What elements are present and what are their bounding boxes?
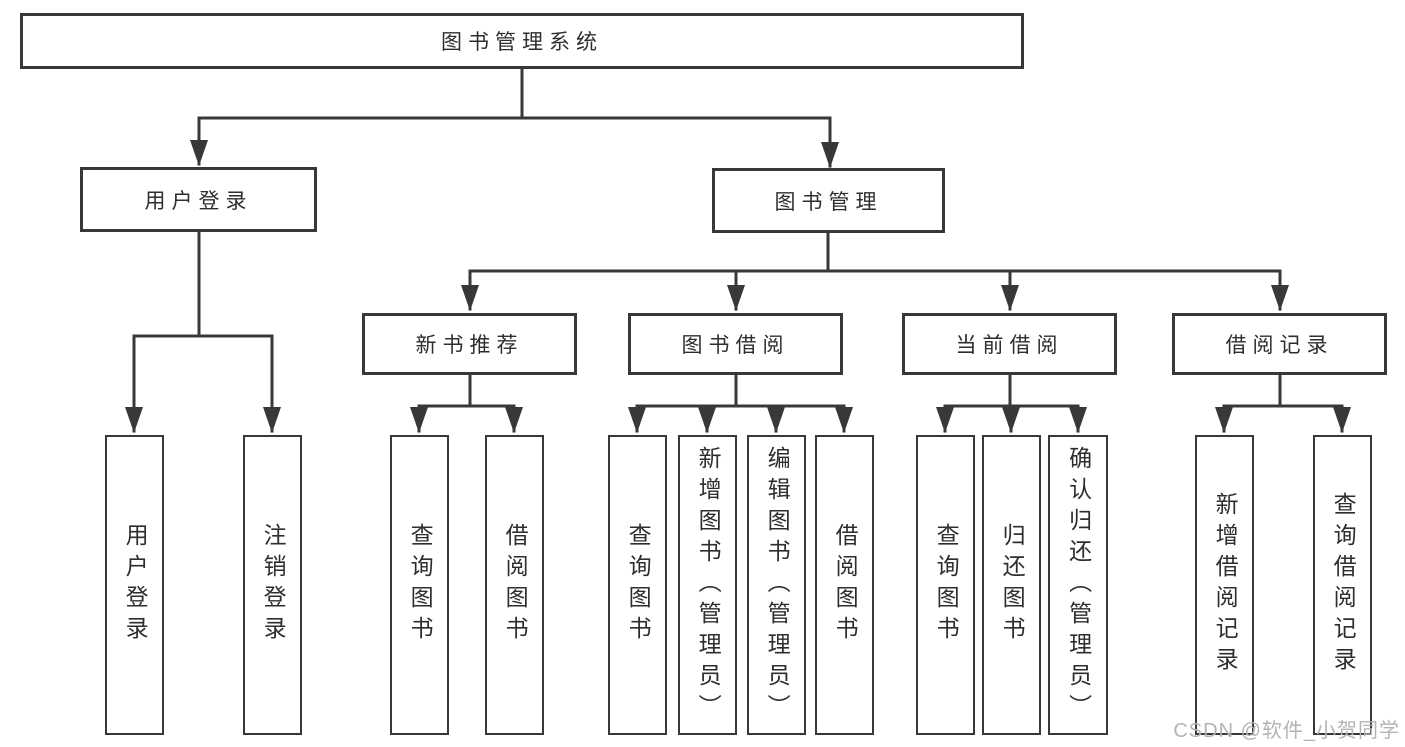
leaf-borrow-books-recommend: 借阅图书 [485,435,544,735]
csdn-watermark: CSDN @软件_小贺同学 [1173,720,1400,742]
leaf-logout-login: 注销登录 [243,435,302,735]
node-book-borrowing: 图书借阅 [628,313,843,375]
leaf-user-login: 用户登录 [105,435,164,735]
leaf-return-book: 归还图书 [982,435,1041,735]
node-user-login: 用户登录 [80,167,317,232]
leaf-query-borrow-record: 查询借阅记录 [1313,435,1372,735]
node-borrowing-records: 借阅记录 [1172,313,1387,375]
leaf-query-books-borrowing: 查询图书 [608,435,667,735]
node-root-library-management-system: 图书管理系统 [20,13,1024,69]
node-new-book-recommendation: 新书推荐 [362,313,577,375]
node-book-management: 图书管理 [712,168,945,233]
leaf-query-books-recommend: 查询图书 [390,435,449,735]
leaf-add-book-admin: 新增图书（管理员） [678,435,737,735]
leaf-query-books-current: 查询图书 [916,435,975,735]
leaf-edit-book-admin: 编辑图书（管理员） [747,435,806,735]
node-current-borrowing: 当前借阅 [902,313,1117,375]
leaf-add-borrow-record: 新增借阅记录 [1195,435,1254,735]
leaf-confirm-return-admin: 确认归还（管理员） [1048,435,1108,735]
leaf-borrow-books-borrowing: 借阅图书 [815,435,874,735]
